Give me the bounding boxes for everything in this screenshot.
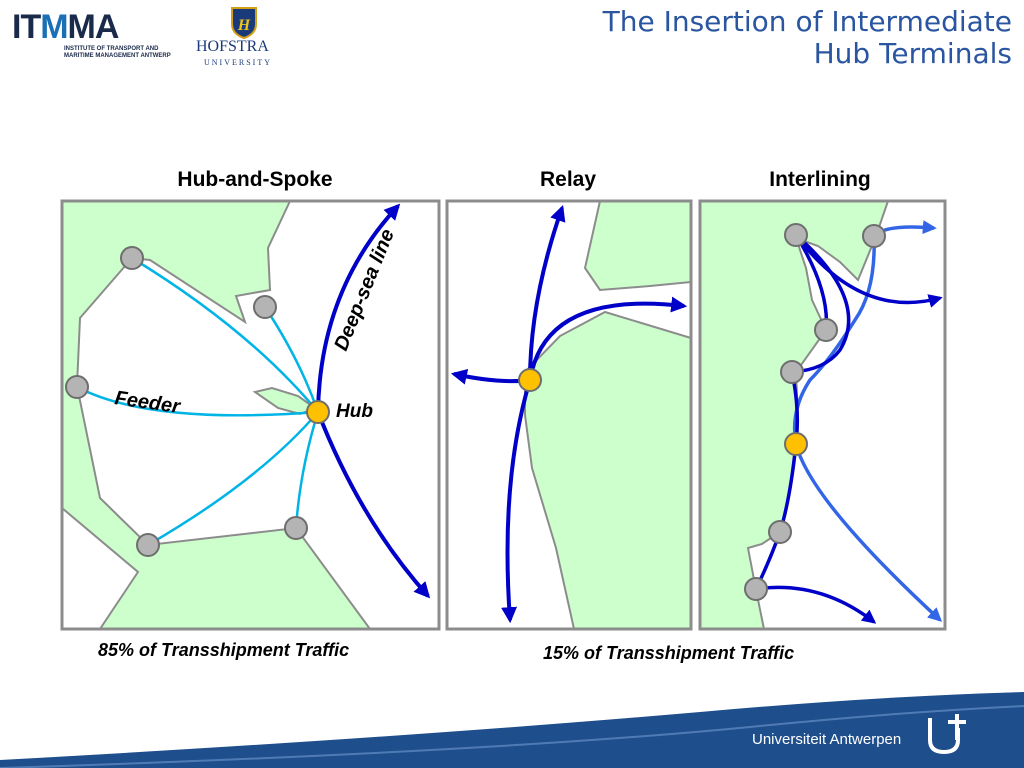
feeder-route-3	[76, 385, 319, 417]
interlining-route-dark-3	[754, 371, 800, 590]
itmma-logo-subtitle: INSTITUTE OF TRANSPORT AND MARITIME MANA…	[64, 46, 194, 60]
port-node	[814, 318, 838, 342]
deepsea-route-north	[316, 203, 401, 413]
hub-node	[306, 400, 330, 424]
footer-university-name: Universiteit Antwerpen	[752, 731, 902, 748]
university-logo-icon	[928, 714, 966, 755]
interlining-route-dark-se	[755, 585, 877, 624]
hofstra-university: UNIVERSITY	[204, 58, 272, 67]
relay-route-east	[528, 296, 688, 381]
interlining-hub-node	[784, 432, 808, 456]
panel3-frame	[698, 199, 947, 631]
feeder-route-1	[131, 256, 319, 413]
port-node	[65, 375, 89, 399]
panel1-land-west	[61, 200, 372, 630]
slide-title-line1: The Insertion of Intermediate	[602, 5, 1012, 38]
interlining-route-dark-1	[791, 233, 851, 374]
footer-band	[0, 692, 1024, 768]
feeder-route-4	[147, 411, 319, 547]
hub-label: Hub	[336, 401, 373, 422]
panel-interlining	[698, 199, 947, 631]
panel-relay	[445, 199, 693, 631]
panel2-frame	[445, 199, 693, 631]
port-node	[784, 223, 808, 247]
heading-relay: Relay	[539, 168, 597, 191]
relay-hub-node	[518, 368, 542, 392]
panel-hub-and-spoke: Feeder Hub Deep-sea line	[60, 199, 441, 631]
interlining-route-dark-ne	[794, 233, 943, 308]
port-node	[780, 360, 804, 384]
caption-hub-and-spoke: 85% of Transshipment Traffic	[98, 640, 350, 660]
port-node	[862, 224, 886, 248]
panel1-frame	[60, 199, 441, 631]
feeder-route-5	[294, 411, 320, 529]
svg-text:H: H	[237, 17, 251, 34]
slide-title: The Insertion of Intermediate Hub Termin…	[492, 6, 1012, 70]
panel2-land-ne	[583, 200, 692, 292]
itmma-logo: ITMMA INSTITUTE OF TRANSPORT AND MARITIM…	[12, 8, 192, 68]
hofstra-shield-icon: H	[231, 7, 257, 40]
port-node	[120, 246, 144, 270]
itmma-logo-text: ITMMA	[12, 8, 119, 46]
heading-hub-and-spoke: Hub-and-Spoke	[177, 168, 333, 191]
port-node	[253, 295, 277, 319]
footer-band-highlight	[0, 705, 1024, 768]
port-node	[136, 533, 160, 557]
hofstra-name: HOFSTRA	[196, 38, 269, 55]
itmma-logo-line2: MARITIME MANAGEMENT ANTWERP	[64, 53, 171, 59]
itmma-logo-line1: INSTITUTE OF TRANSPORT AND	[64, 46, 159, 52]
relay-route-north	[528, 204, 566, 381]
port-node	[768, 520, 792, 544]
caption-relay-interlining: 15% of Transshipment Traffic	[543, 643, 795, 663]
deepsea-route-south	[316, 411, 431, 599]
slide-title-line2: Hub Terminals	[813, 37, 1012, 70]
hofstra-logo: H HOFSTRA UNIVERSITY	[196, 6, 296, 68]
interlining-route-light-se	[794, 443, 943, 622]
heading-interlining: Interlining	[769, 168, 871, 191]
port-node	[284, 516, 308, 540]
relay-route-south	[501, 379, 532, 624]
port-node	[744, 577, 768, 601]
